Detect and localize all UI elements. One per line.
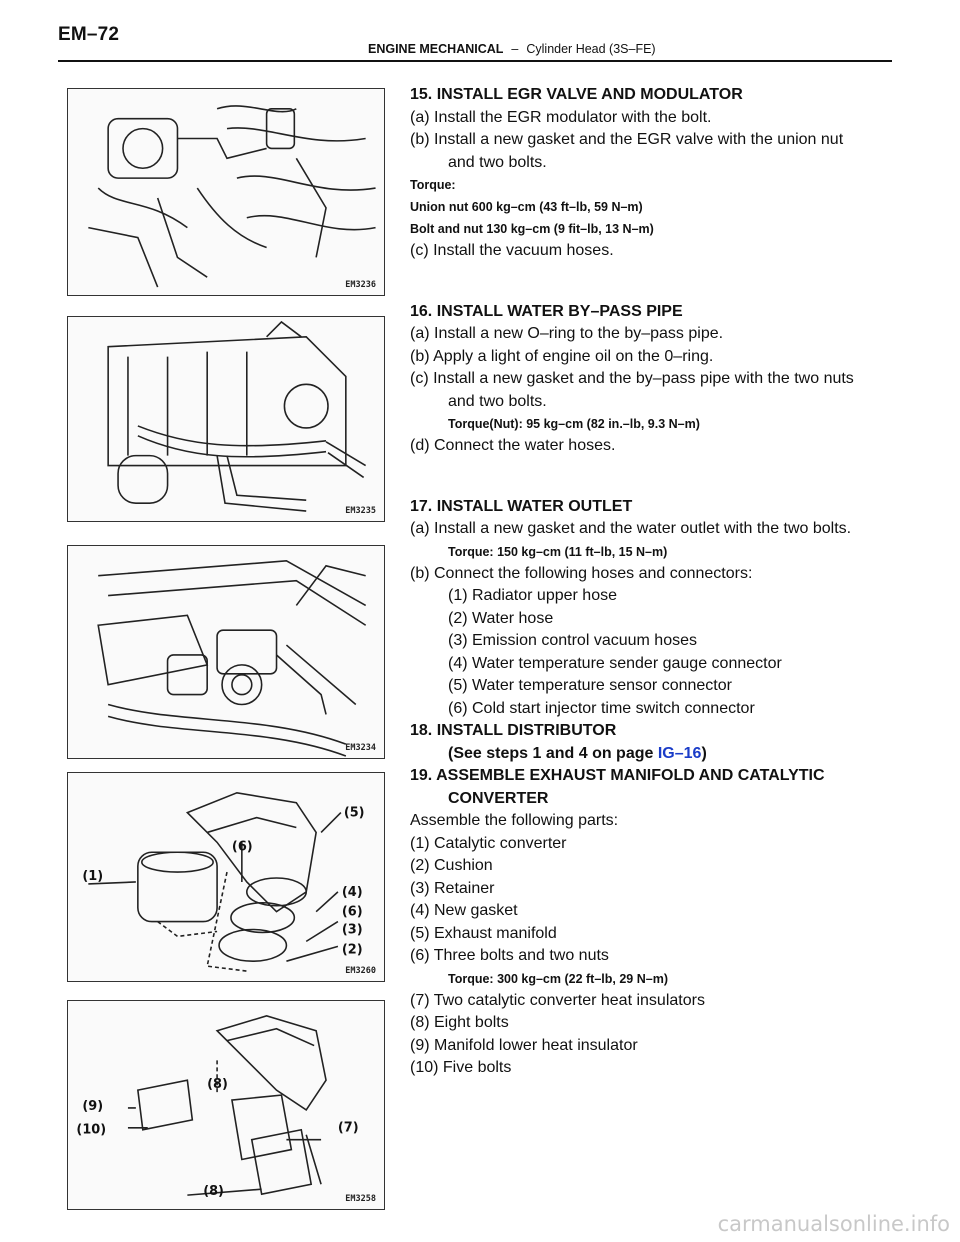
egr-valve-illustration [88,105,376,288]
step-16-c-cont: and two bolts. [448,392,547,410]
step-15-c: (c) Install the vacuum hoses. [410,242,614,259]
list-item: (5) Exhaust manifold [410,924,557,942]
reference-prefix: (See steps 1 and 4 on page [448,744,658,762]
page-link-ig16[interactable]: IG–16 [657,744,702,762]
subsection-title: Cylinder Head (3S–FE) [526,42,656,56]
step-15-b-cont: and two bolts. [448,153,547,171]
list-item: (10) Five bolts [410,1059,512,1076]
callout-1: (1) [82,869,103,884]
list-item: (7) Two catalytic converter heat insulat… [410,991,705,1009]
list-item: (8) Eight bolts [410,1014,509,1031]
step-17-title: 17. INSTALL WATER OUTLET [410,497,633,515]
step-15-a: (a) Install the EGR modulator with the b… [410,108,712,126]
figure-code: EM3260 [345,966,376,976]
figure-code: EM3234 [345,743,376,753]
figure-code: EM3235 [345,506,376,516]
step-17-b: (b) Connect the following hoses and conn… [410,564,753,582]
figure-water-outlet: EM3234 [67,545,385,759]
step-18-title: 18. INSTALL DISTRIBUTOR [410,722,617,739]
callout-9: (9) [82,1099,103,1114]
callout-10: (10) [76,1123,106,1138]
list-item: (1) Radiator upper hose [448,587,617,604]
step-16-d: (d) Connect the water hoses. [410,437,616,454]
step-17-a: (a) Install a new gasket and the water o… [410,520,852,537]
list-item: (2) Water hose [448,609,554,627]
watermark: carmanualsonline.info [717,1212,950,1236]
header-rule [58,60,892,62]
callout-8b: (8) [203,1184,224,1199]
step-15-title: 15. INSTALL EGR VALVE AND MODULATOR [410,86,743,103]
step-19-title-cont: CONVERTER [448,789,549,807]
torque-union-nut: Union nut 600 kg–cm (43 ft–lb, 59 N–m) [410,200,643,214]
manifold-assembly-illustration: (5) (6) (1) (4) (6) (3) (2) [82,791,365,972]
callout-3: (3) [342,922,363,937]
step-16-title: 16. INSTALL WATER BY–PASS PIPE [410,302,683,320]
callout-5: (5) [344,806,365,821]
step-19-title: 19. ASSEMBLE EXHAUST MANIFOLD AND CATALY… [410,767,825,784]
figure-heat-insulators: (9) (8) (10) (7) (8) EM3258 [67,1000,385,1210]
header-separator: – [511,42,519,56]
page-id: EM–72 [58,24,120,45]
callout-4: (4) [342,885,363,900]
torque-bolt-nut: Bolt and nut 130 kg–cm (9 fit–lb, 13 N–m… [410,222,654,236]
figure-egr-valve: EM3236 [67,88,385,296]
step-16-c: (c) Install a new gasket and the by–pass… [410,370,854,387]
reference-suffix: ) [701,744,707,762]
torque-label: Torque: [410,178,456,192]
water-outlet-illustration [97,560,367,757]
section-title: ENGINE MECHANICAL [368,42,504,56]
torque-manifold: Torque: 300 kg–cm (22 ft–lb, 29 N–m) [448,971,668,986]
list-item: (4) Water temperature sender gauge conne… [448,654,782,672]
list-item: (5) Water temperature sensor connector [448,677,732,694]
spacer [410,458,910,496]
figure-manifold-assembly: (5) (6) (1) (4) (6) (3) (2) EM3260 [67,772,385,982]
heat-insulators-illustration: (9) (8) (10) (7) (8) [76,1015,359,1199]
figure-bypass-pipe: EM3235 [67,316,385,522]
list-item: (1) Catalytic converter [410,834,567,852]
callout-2: (2) [342,942,363,957]
figure-code: EM3258 [345,1194,376,1204]
list-item: (2) Cushion [410,857,493,874]
list-item: (4) New gasket [410,902,518,919]
step-16-b: (b) Apply a light of engine oil on the 0… [410,347,714,365]
list-item: (6) Cold start injector time switch conn… [448,699,755,717]
header-section: ENGINE MECHANICAL–Cylinder Head (3S–FE) [368,42,892,60]
callout-7: (7) [338,1121,359,1136]
callout-6b: (6) [342,905,363,920]
instruction-column: 15. INSTALL EGR VALVE AND MODULATOR (a) … [410,84,910,1080]
step-19-intro: Assemble the following parts: [410,812,619,829]
step-16-a: (a) Install a new O–ring to the by–pass … [410,325,724,342]
torque-bypass-nut: Torque(Nut): 95 kg–cm (82 in.–lb, 9.3 N–… [448,417,700,431]
list-item: (6) Three bolts and two nuts [410,947,609,964]
callout-8a: (8) [207,1077,228,1092]
callout-6a: (6) [232,839,253,854]
list-item: (9) Manifold lower heat insulator [410,1036,638,1054]
figure-code: EM3236 [345,280,376,290]
bypass-pipe-illustration [107,320,367,512]
spacer [410,263,910,301]
step-15-b: (b) Install a new gasket and the EGR val… [410,131,844,148]
torque-water-outlet: Torque: 150 kg–cm (11 ft–lb, 15 N–m) [448,544,668,559]
step-18-reference: (See steps 1 and 4 on page IG–16) [410,743,910,766]
list-item: (3) Retainer [410,879,495,897]
list-item: (3) Emission control vacuum hoses [448,632,697,649]
